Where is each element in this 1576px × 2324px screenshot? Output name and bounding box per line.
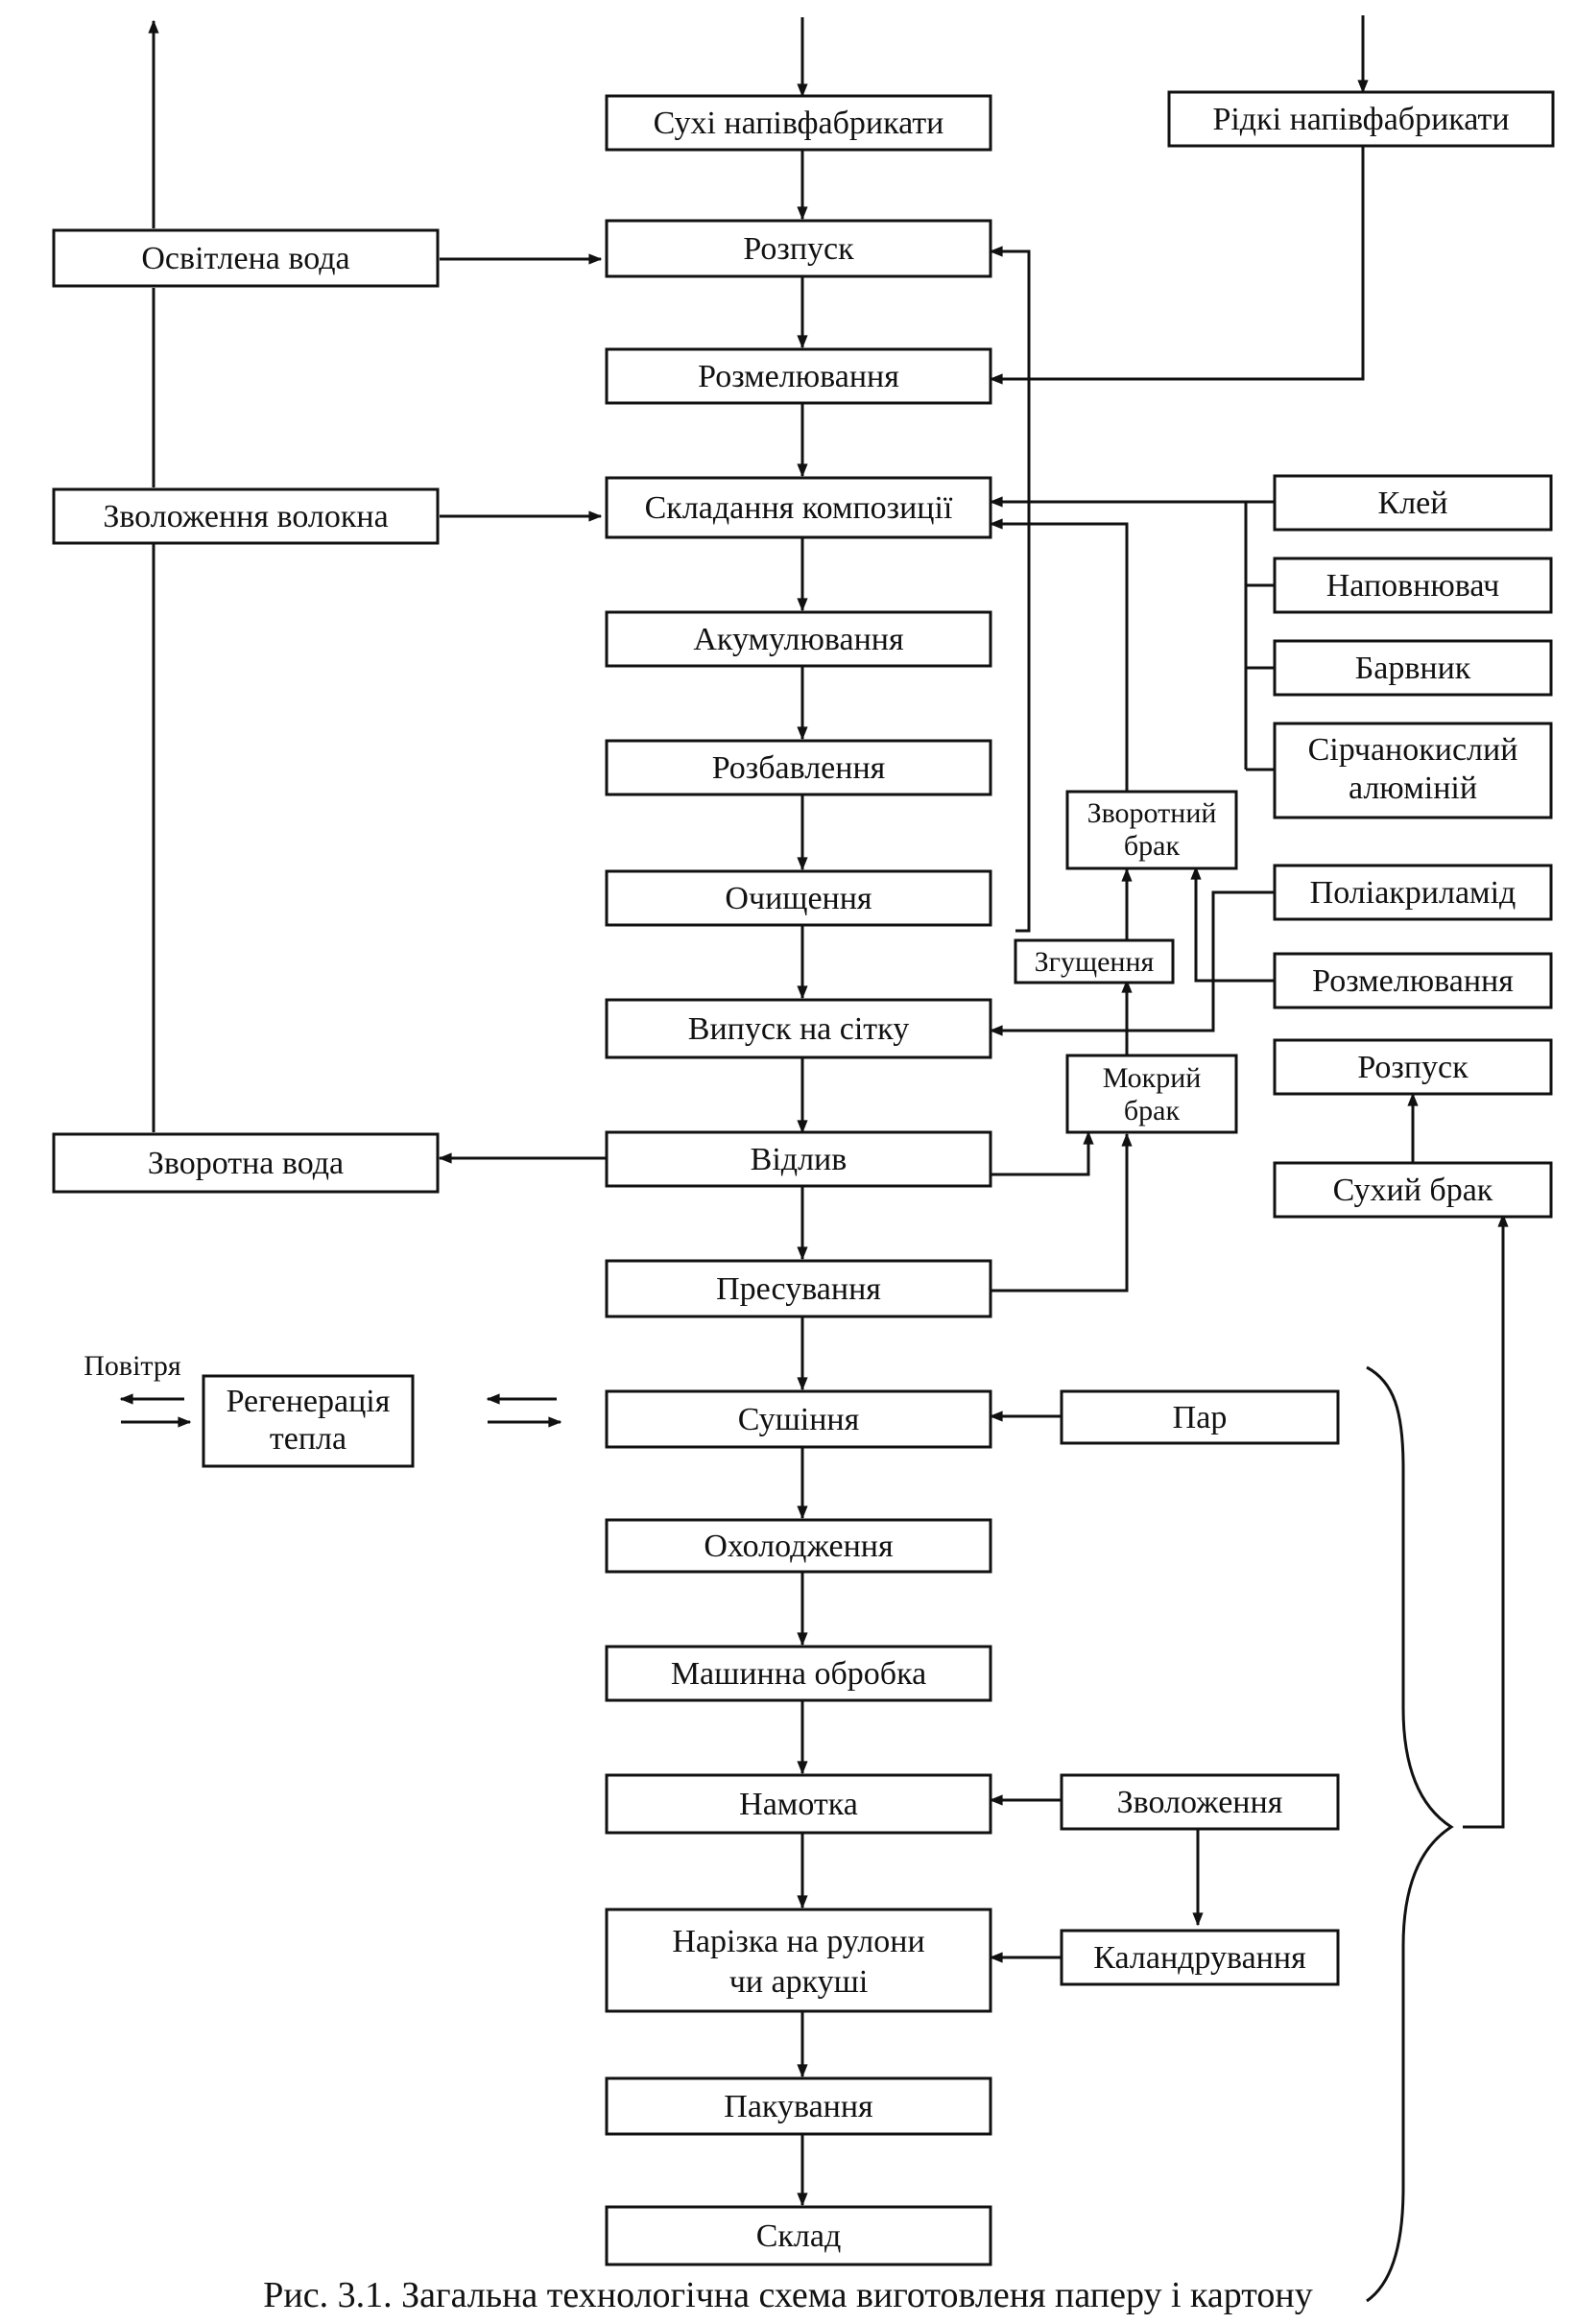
pressing-label: Пресування	[716, 1271, 881, 1307]
box-pressing	[605, 1259, 992, 1318]
box-headbox	[605, 998, 992, 1059]
box-cutting	[605, 1908, 992, 2013]
box-refining-2	[1273, 952, 1553, 1009]
clarified-water-label: Освітлена вода	[141, 241, 349, 276]
box-liquid-semi-products	[1167, 90, 1555, 148]
box-wetting	[1060, 1773, 1340, 1831]
heat-recovery-label-line2: тепла	[270, 1421, 346, 1457]
box-reeling	[605, 1773, 992, 1835]
heat-recovery-label-line1: Регенерація	[227, 1384, 391, 1419]
box-fiber-wetting	[52, 487, 440, 545]
polyacrylamide-label: Поліакриламід	[1310, 875, 1516, 911]
packing-label: Пакування	[724, 2089, 873, 2124]
glue-label: Клей	[1378, 486, 1448, 521]
box-wet-broke	[1065, 1054, 1238, 1134]
cutting-label-line1: Нарізка на рулони	[672, 1924, 924, 1959]
drying-label: Сушіння	[738, 1402, 860, 1437]
forming-label: Відлив	[751, 1142, 848, 1177]
return-broke-label-line1: Зворотний	[1087, 797, 1217, 829]
dilution-label: Розбавлення	[712, 750, 886, 786]
box-alum	[1273, 722, 1553, 819]
accumulation-label: Акумулювання	[693, 622, 904, 657]
box-return-water	[52, 1132, 440, 1194]
box-clarified-water	[52, 228, 440, 288]
refining-2-label: Розмелювання	[1312, 963, 1514, 999]
dry-broke-label: Сухий брак	[1333, 1173, 1493, 1208]
box-composition	[605, 476, 992, 539]
return-broke-label-line2: брак	[1124, 830, 1181, 862]
dissolve-2-label: Розпуск	[1357, 1050, 1469, 1085]
dye-label: Барвник	[1355, 651, 1471, 686]
box-calendering	[1060, 1929, 1340, 1986]
calendering-label: Каландрування	[1093, 1940, 1306, 1976]
composition-label: Складання композиції	[645, 490, 953, 526]
box-dry-semi-products	[605, 94, 992, 152]
box-refining	[605, 347, 992, 405]
filler-label: Наповнювач	[1326, 568, 1499, 604]
machine-finishing-label: Машинна обробка	[671, 1656, 926, 1692]
connectors	[119, 15, 1509, 2303]
box-cleaning	[605, 869, 992, 927]
box-drying	[605, 1389, 992, 1449]
dry-semi-products-label: Сухі напівфабрикати	[654, 106, 944, 141]
box-heat-recovery	[202, 1374, 415, 1468]
wet-broke-label-line2: брак	[1124, 1095, 1181, 1126]
box-forming	[605, 1130, 992, 1188]
box-dry-broke	[1273, 1161, 1553, 1219]
alum-label-line1: Сірчанокислий	[1308, 732, 1518, 768]
wetting-label: Зволоження	[1117, 1785, 1283, 1820]
box-steam	[1060, 1389, 1340, 1445]
cooling-label: Охолодження	[704, 1529, 894, 1564]
reeling-label: Намотка	[739, 1787, 858, 1822]
box-cooling	[605, 1518, 992, 1574]
box-accumulation	[605, 610, 992, 668]
main-flow: Сухі напівфабрикати Розпуск Розмелювання…	[605, 94, 992, 2266]
cleaning-label: Очищення	[725, 881, 872, 916]
box-polyacrylamide	[1273, 864, 1553, 921]
box-glue	[1273, 474, 1553, 532]
return-water-label: Зворотна вода	[148, 1146, 344, 1181]
alum-label-line2: алюміній	[1349, 771, 1477, 806]
fiber-wetting-label: Зволоження волокна	[103, 499, 388, 534]
refining-label: Розмелювання	[698, 359, 899, 394]
headbox-label: Випуск на сітку	[688, 1011, 909, 1047]
air-label: Повітря	[84, 1350, 181, 1382]
box-thickening	[1014, 938, 1175, 984]
warehouse-label: Склад	[756, 2218, 842, 2254]
box-dissolve-2	[1273, 1038, 1553, 1096]
box-machine-finishing	[605, 1645, 992, 1702]
liquid-semi-products-label: Рідкі напівфабрикати	[1212, 102, 1509, 137]
wet-broke-label-line1: Мокрий	[1103, 1062, 1202, 1094]
box-warehouse	[605, 2205, 992, 2266]
box-return-broke	[1065, 790, 1238, 870]
cutting-label-line2: чи аркуші	[729, 1964, 869, 2000]
figure-caption: Рис. 3.1. Загальна технологічна схема ви…	[263, 2275, 1312, 2315]
thickening-label: Згущення	[1035, 946, 1155, 978]
dissolve-label: Розпуск	[743, 231, 854, 267]
box-dissolve	[605, 219, 992, 278]
right-side: Рідкі напівфабрикати Клей Наповнювач Бар…	[1014, 90, 1555, 1986]
box-filler	[1273, 557, 1553, 614]
left-side: Освітлена вода Зволоження волокна Зворот…	[52, 228, 440, 1468]
box-packing	[605, 2076, 992, 2136]
box-dilution	[605, 739, 992, 796]
box-dye	[1273, 639, 1553, 697]
steam-label: Пар	[1173, 1400, 1228, 1435]
